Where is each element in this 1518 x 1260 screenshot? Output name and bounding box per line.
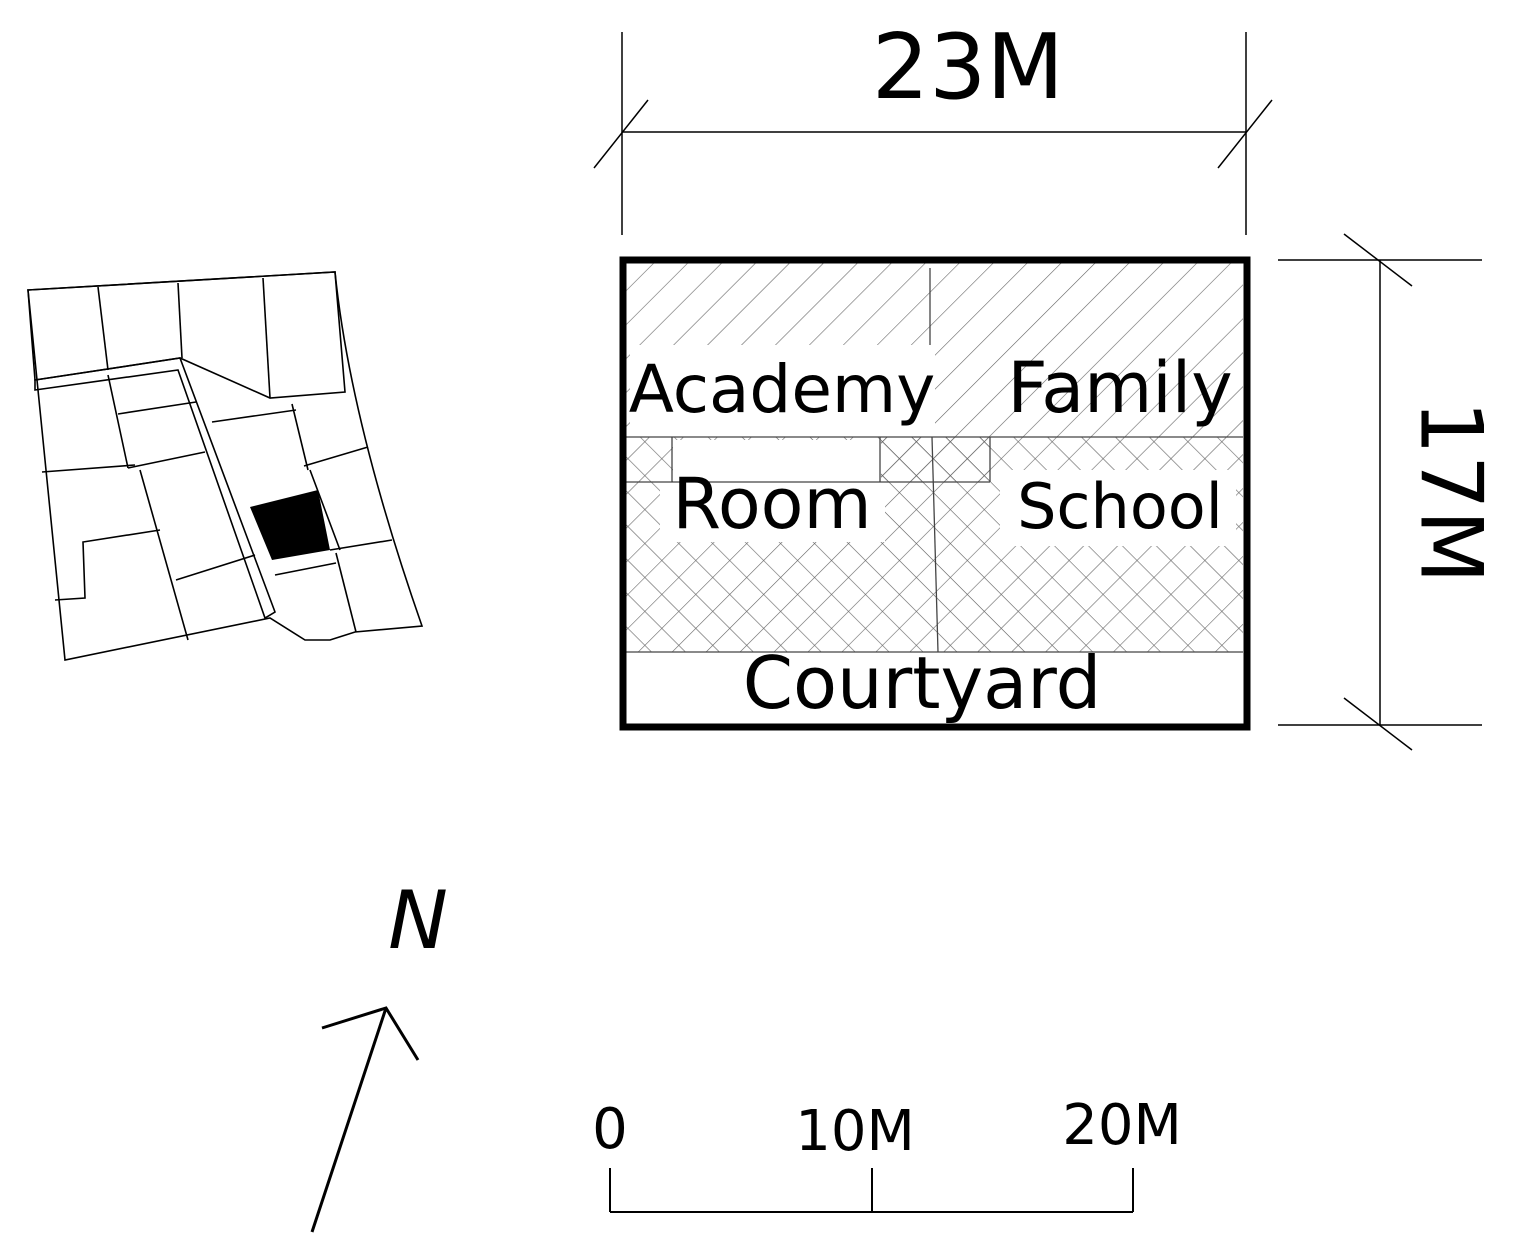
room-label-family: Family bbox=[1007, 347, 1232, 429]
north-arrow-icon bbox=[310, 1006, 420, 1233]
scale-tick-0: 0 bbox=[592, 1097, 628, 1162]
floor-plan bbox=[619, 256, 1251, 731]
scale-tick-20m: 20M bbox=[1062, 1093, 1182, 1158]
room-label-school: School bbox=[1017, 470, 1223, 543]
building-outline bbox=[619, 256, 1251, 731]
height-dimension bbox=[1278, 233, 1482, 751]
site-street bbox=[34, 357, 276, 620]
width-dimension bbox=[593, 32, 1273, 235]
room-label-academy: Academy bbox=[629, 351, 936, 428]
height-dimension-label: 17M bbox=[1401, 400, 1501, 584]
crosshatch-band bbox=[880, 437, 990, 482]
north-label: N bbox=[388, 874, 448, 967]
room-label-room: Room bbox=[672, 463, 871, 545]
site-outline bbox=[27, 271, 424, 661]
site-block-top-row bbox=[27, 271, 346, 399]
width-dimension-label: 23M bbox=[872, 15, 1064, 120]
site-plan bbox=[27, 271, 424, 661]
scale-bar bbox=[609, 1168, 1134, 1213]
room-label-courtyard: Courtyard bbox=[743, 641, 1102, 725]
scale-tick-10m: 10M bbox=[795, 1099, 915, 1164]
highlighted-plot bbox=[250, 490, 330, 560]
